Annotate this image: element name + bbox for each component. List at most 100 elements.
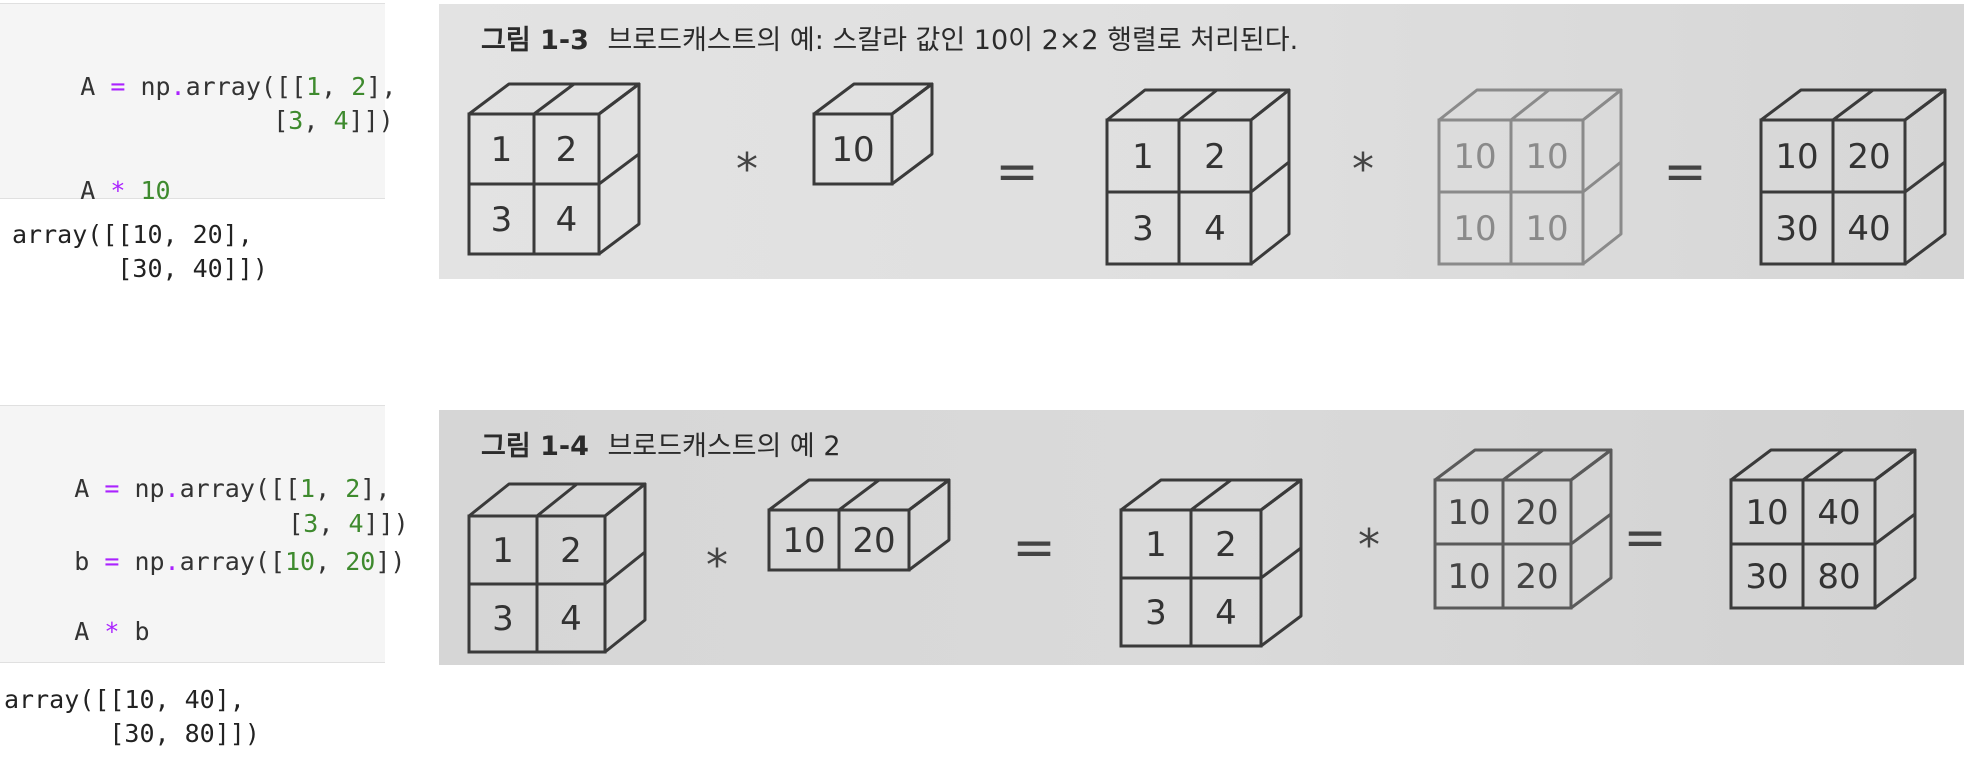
matrix-cell-value: 1 xyxy=(1145,525,1167,565)
matrix-cell-value: 10 xyxy=(1453,137,1496,177)
block-top-divider xyxy=(1190,478,1232,512)
matrix-cell-value: 3 xyxy=(492,599,514,639)
matrix-cell-value: 80 xyxy=(1817,557,1860,597)
block-side-divider xyxy=(1582,160,1622,194)
block-top-divider xyxy=(1178,88,1218,122)
block-side-divider xyxy=(1250,160,1290,194)
matrix-cell-value: 10 xyxy=(1745,493,1788,533)
matrix-a-block: 1 2 3 4 xyxy=(467,82,641,256)
multiply-operator: * xyxy=(736,144,758,195)
matrix-cell-value: 4 xyxy=(556,200,578,240)
output-line: [30, 80]]) xyxy=(4,719,260,748)
matrix-cell-value: 1 xyxy=(492,531,514,571)
matrix-cell xyxy=(837,508,911,572)
figure-caption: 그림 1-4 브로드캐스트의 예 2 xyxy=(481,424,841,463)
block-top-divider xyxy=(838,478,880,512)
code-output-cell-1: array([[10, 20], [30, 40]]) xyxy=(0,218,385,298)
code-line: A = np.array([[1, 2], xyxy=(74,474,391,503)
matrix-cell xyxy=(535,582,607,654)
matrix-cell xyxy=(1509,190,1585,266)
block-side-divider xyxy=(604,550,646,586)
code-line: [3, 4]]) xyxy=(288,509,409,538)
matrix-cell-value: 10 xyxy=(782,521,825,561)
matrix-cell-value: 10 xyxy=(1447,493,1490,533)
equals-operator: = xyxy=(1623,508,1667,568)
matrix-cell-value: 20 xyxy=(1515,493,1558,533)
code-line: A * b xyxy=(74,617,150,646)
output-line: array([[10, 20], xyxy=(12,220,253,249)
matrix-cell-value: 2 xyxy=(1215,525,1237,565)
figure-caption-text: 브로드캐스트의 예 2 xyxy=(607,431,841,462)
matrix-cell-value: 20 xyxy=(852,521,895,561)
matrix-cell xyxy=(532,182,601,256)
matrix-cell-value: 20 xyxy=(1515,557,1558,597)
matrix-cell-value: 20 xyxy=(1847,137,1890,177)
matrix-cell xyxy=(1801,542,1877,610)
broadcast-block: 10 10 10 10 xyxy=(1437,88,1623,266)
output-line: [30, 40]]) xyxy=(12,254,268,283)
matrix-cell-value: 4 xyxy=(1215,593,1237,633)
block-side-divider xyxy=(1874,512,1916,546)
matrix-cell-value: 40 xyxy=(1817,493,1860,533)
block-side-divider xyxy=(1570,512,1612,546)
scalar-block: 10 xyxy=(812,82,934,186)
vector-b-block: 10 20 xyxy=(767,478,951,572)
matrix-cell-value: 1 xyxy=(491,130,513,170)
matrix-cell xyxy=(1177,190,1253,266)
block-top-divider xyxy=(1832,88,1874,122)
code-input-cell-2[interactable]: A = np.array([[1, 2], [3, 4]]) b = np.ar… xyxy=(0,405,409,663)
code-line: [3, 4]]) xyxy=(273,106,394,135)
matrix-cell-value: 10 xyxy=(1525,209,1568,249)
code-input-cell-1[interactable]: A = np.array([[1, 2], [3, 4]]) A * 10 xyxy=(0,3,396,205)
matrix-a-block: 1 2 3 4 xyxy=(467,482,647,654)
matrix-cell-value: 10 xyxy=(831,130,874,170)
code-output-cell-2: array([[10, 40], [30, 80]]) xyxy=(0,683,385,763)
matrix-cell-value: 4 xyxy=(560,599,582,639)
equals-operator: = xyxy=(1663,142,1707,202)
matrix-cell xyxy=(1501,542,1573,610)
matrix-cell-value: 2 xyxy=(556,130,578,170)
broadcast-block: 10 20 10 20 xyxy=(1433,448,1613,610)
matrix-cell-value: 3 xyxy=(491,200,513,240)
matrix-cell xyxy=(1831,190,1907,266)
matrix-cell-value: 30 xyxy=(1745,557,1788,597)
matrix-cell-value: 3 xyxy=(1132,209,1154,249)
matrix-cell-value: 10 xyxy=(1525,137,1568,177)
code-line: A = np.array([[1, 2], xyxy=(80,72,397,101)
block-top-divider xyxy=(1802,448,1844,482)
block-side-divider xyxy=(598,152,640,186)
matrix-cell-value: 2 xyxy=(1204,137,1226,177)
matrix-cell-value: 40 xyxy=(1847,209,1890,249)
figure-caption-text: 브로드캐스트의 예: 스칼라 값인 10이 2×2 행렬로 처리된다. xyxy=(607,25,1299,56)
figure-1-3-diagram: 1 2 3 4 * 10 = 1 2 3 4 * 10 10 10 10 = 10 20 30 40 xyxy=(467,82,1947,266)
matrix-cell-value: 1 xyxy=(1132,137,1154,177)
block-side-divider xyxy=(1260,546,1302,580)
block-top-divider xyxy=(536,482,578,518)
code-line: b = np.array([10, 20]) xyxy=(74,547,406,576)
equals-operator: = xyxy=(995,142,1039,202)
multiply-operator: * xyxy=(1358,520,1380,571)
matrix-cell-value: 2 xyxy=(560,531,582,571)
figure-label: 그림 1-4 xyxy=(481,431,589,462)
matrix-cell-value: 10 xyxy=(1775,137,1818,177)
matrix-cell-value: 4 xyxy=(1204,209,1226,249)
matrix-a-copy-block: 1 2 3 4 xyxy=(1105,88,1291,266)
block-side-divider xyxy=(1904,160,1946,194)
matrix-cell xyxy=(1189,576,1263,648)
result-block: 10 40 30 80 xyxy=(1729,448,1917,610)
matrix-cell-value: 10 xyxy=(1447,557,1490,597)
block-top-divider xyxy=(533,82,575,116)
figure-label: 그림 1-3 xyxy=(481,25,589,56)
multiply-operator: * xyxy=(1352,144,1374,195)
output-line: array([[10, 40], xyxy=(4,685,245,714)
block-top-divider xyxy=(1502,448,1544,482)
figure-caption: 그림 1-3 브로드캐스트의 예: 스칼라 값인 10이 2×2 행렬로 처리된… xyxy=(481,18,1298,57)
matrix-cell-value: 30 xyxy=(1775,209,1818,249)
block-side-face xyxy=(907,478,951,572)
equals-operator: = xyxy=(1012,518,1056,578)
figure-1-3-panel: 그림 1-3 브로드캐스트의 예: 스칼라 값인 10이 2×2 행렬로 처리된… xyxy=(439,4,1964,279)
matrix-cell-value: 10 xyxy=(1453,209,1496,249)
result-block: 10 20 30 40 xyxy=(1759,88,1947,266)
